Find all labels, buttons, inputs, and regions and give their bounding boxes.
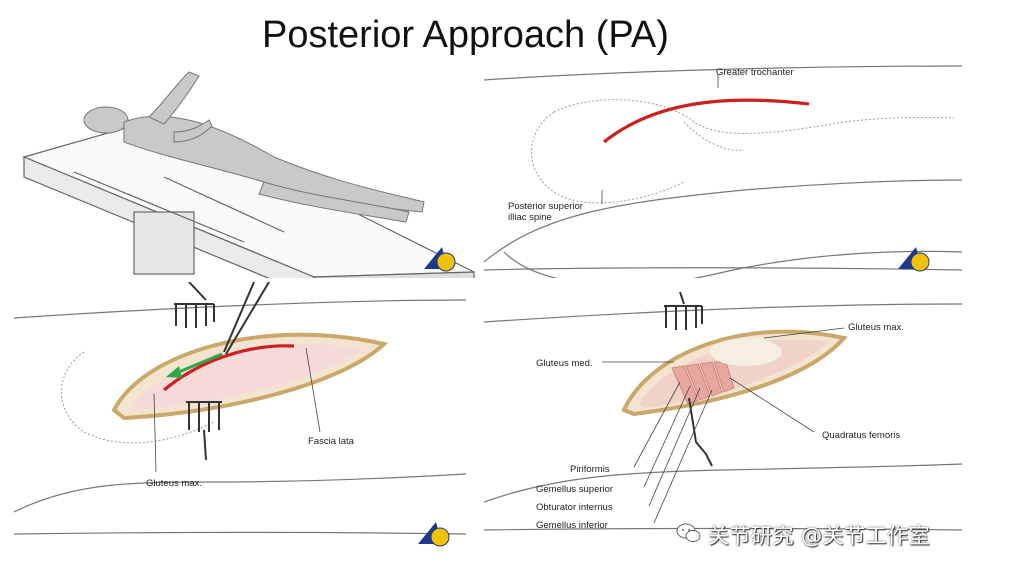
wound-interior xyxy=(132,344,364,410)
label-gemellus-superior: Gemellus superior xyxy=(536,484,613,495)
incision-line xyxy=(603,98,810,144)
publisher-logo-icon xyxy=(424,247,456,272)
hip-outline xyxy=(484,65,963,278)
panel-fascia-incision: Fascia lata Gluteus max. xyxy=(14,282,467,547)
leader-gluteus-max xyxy=(153,393,157,473)
patient-body xyxy=(83,71,425,223)
label-fascia-lata: Fascia lata xyxy=(308,436,355,447)
direction-arrow-head xyxy=(166,366,182,378)
label-greater-trochanter: Greater trochanter xyxy=(716,67,794,78)
leader-fascia-lata xyxy=(305,347,321,433)
hip-outline xyxy=(484,303,963,531)
external-rotator-muscles xyxy=(671,361,735,405)
wechat-icon xyxy=(676,523,701,542)
label-gluteus-max-left: Gluteus max. xyxy=(146,478,202,489)
label-gemellus-inferior: Gemellus inferior xyxy=(536,520,608,531)
hip-outline xyxy=(14,299,467,535)
label-posterior-superior-line1: Posterior superior xyxy=(508,201,583,212)
publisher-logo-icon xyxy=(898,247,930,272)
panel-deep-muscles: Gluteus max. Gluteus med. Quadratus femo… xyxy=(484,291,963,531)
incision-line xyxy=(162,344,295,392)
page-title: Posterior Approach (PA) xyxy=(262,14,669,56)
panel-landmarks: Greater trochanter Posterior superior il… xyxy=(484,65,963,278)
direction-arrow xyxy=(173,352,223,376)
label-posterior-superior-line2: illiac spine xyxy=(508,212,552,223)
publisher-logo-icon xyxy=(418,522,450,547)
scissors-icon xyxy=(223,282,270,355)
watermark-text: 关节研究 @关节工作室 xyxy=(708,524,931,548)
label-gluteus-med: Gluteus med. xyxy=(536,358,593,369)
operating-table xyxy=(22,116,475,278)
femoral-head xyxy=(710,338,782,366)
leader-lines xyxy=(602,327,845,524)
label-quadratus-femoris: Quadratus femoris xyxy=(822,430,900,441)
panel-patient-position xyxy=(22,71,475,278)
retractor-icon xyxy=(174,282,222,461)
label-obturator-internus: Obturator internus xyxy=(536,502,613,513)
bone-outline xyxy=(531,99,955,204)
label-gluteus-max-right: Gluteus max. xyxy=(848,322,904,333)
label-piriformis: Piriformis xyxy=(570,464,610,475)
retractor-icon xyxy=(664,291,713,467)
